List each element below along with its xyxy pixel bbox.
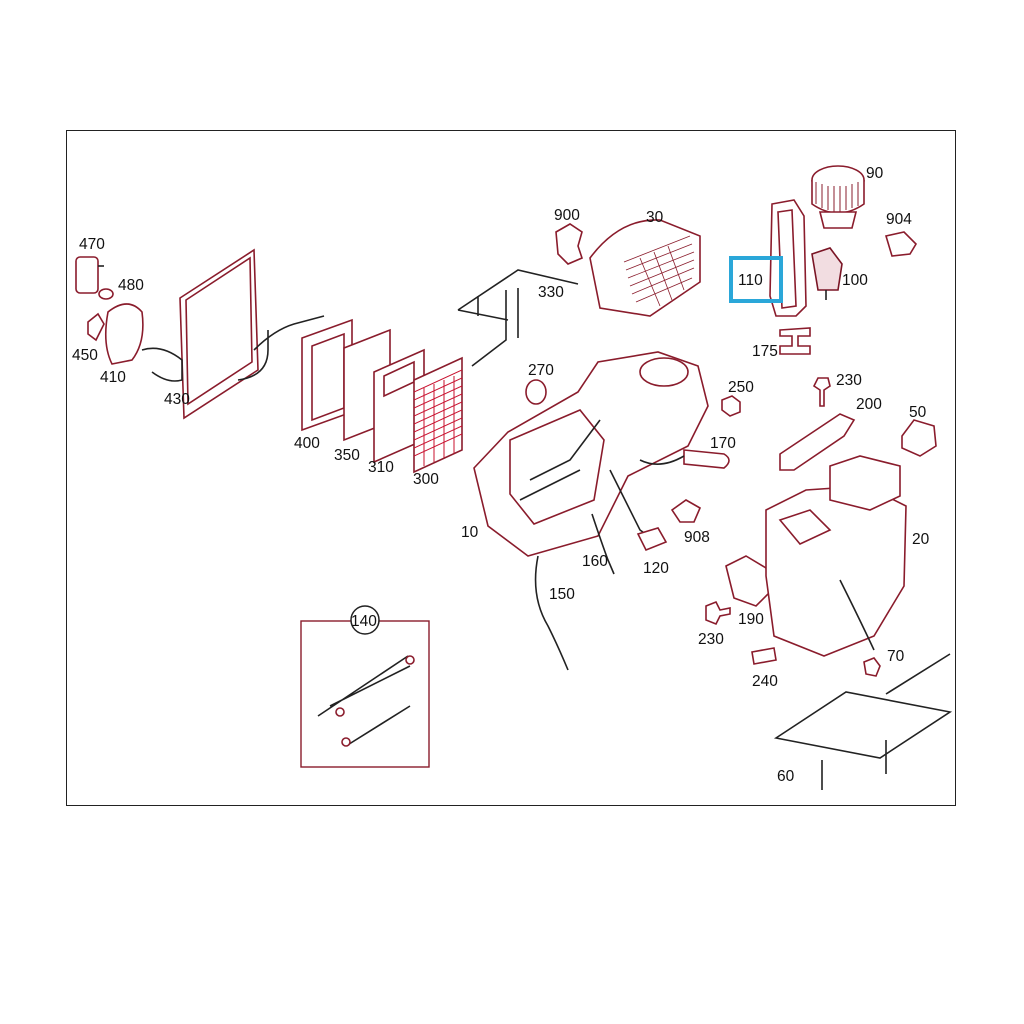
callout-330: 330	[538, 284, 564, 301]
part-175[interactable]	[779, 327, 811, 355]
part-450[interactable]	[87, 312, 105, 342]
callout-30: 30	[646, 209, 664, 226]
part-140-inset[interactable]	[300, 620, 430, 768]
part-904[interactable]	[884, 231, 918, 257]
part-200[interactable]	[779, 413, 856, 471]
callout-70: 70	[887, 648, 905, 665]
callout-200: 200	[856, 396, 882, 413]
part-908[interactable]	[670, 499, 702, 523]
callout-190: 190	[738, 611, 764, 628]
callout-900: 900	[554, 207, 580, 224]
part-120[interactable]	[609, 469, 668, 552]
callout-160: 160	[582, 553, 608, 570]
part-400[interactable]	[301, 318, 353, 432]
callout-170: 170	[710, 435, 736, 452]
part-30[interactable]	[589, 219, 701, 317]
part-300[interactable]	[413, 356, 463, 474]
part-230-top[interactable]	[812, 377, 831, 407]
callout-230-left: 230	[698, 631, 724, 648]
callout-60: 60	[777, 768, 795, 785]
part-410[interactable]	[104, 303, 144, 365]
callout-908: 908	[684, 529, 710, 546]
highlight-box-110	[729, 256, 783, 303]
callout-300: 300	[413, 471, 439, 488]
part-480[interactable]	[98, 288, 114, 300]
part-70[interactable]	[863, 657, 881, 677]
callout-410: 410	[100, 369, 126, 386]
part-60[interactable]	[773, 653, 953, 790]
callout-230-top: 230	[836, 372, 862, 389]
callout-240: 240	[752, 673, 778, 690]
leader-330	[457, 269, 579, 367]
part-190[interactable]	[725, 555, 771, 607]
part-230-left[interactable]	[705, 600, 731, 626]
part-20[interactable]	[765, 455, 907, 657]
callout-20: 20	[912, 531, 930, 548]
callout-470: 470	[79, 236, 105, 253]
callout-480: 480	[118, 277, 144, 294]
diagram-frame	[66, 130, 956, 806]
callout-100: 100	[842, 272, 868, 289]
callout-450: 450	[72, 347, 98, 364]
callout-350: 350	[334, 447, 360, 464]
part-10[interactable]	[473, 351, 709, 557]
part-270[interactable]	[525, 379, 547, 405]
callout-904: 904	[886, 211, 912, 228]
callout-400: 400	[294, 435, 320, 452]
part-240[interactable]	[751, 647, 777, 665]
part-50[interactable]	[901, 419, 937, 457]
part-900[interactable]	[555, 223, 583, 265]
callout-270: 270	[528, 362, 554, 379]
callout-250: 250	[728, 379, 754, 396]
part-170[interactable]	[639, 449, 730, 469]
part-90[interactable]	[811, 165, 865, 229]
part-430[interactable]	[141, 248, 325, 420]
callout-50: 50	[909, 404, 927, 421]
part-100[interactable]	[811, 247, 843, 300]
part-150[interactable]	[534, 555, 569, 671]
callout-120: 120	[643, 560, 669, 577]
callout-110[interactable]: 110	[738, 272, 763, 289]
callout-10: 10	[461, 524, 479, 541]
callout-150: 150	[549, 586, 575, 603]
callout-175: 175	[752, 343, 778, 360]
callout-430: 430	[164, 391, 190, 408]
callout-90: 90	[866, 165, 884, 182]
part-250[interactable]	[721, 395, 741, 417]
part-160[interactable]	[591, 513, 615, 575]
svg-text:140: 140	[351, 613, 377, 630]
part-470[interactable]	[75, 256, 104, 294]
callout-310: 310	[368, 459, 394, 476]
callout-140: 140	[350, 605, 380, 635]
